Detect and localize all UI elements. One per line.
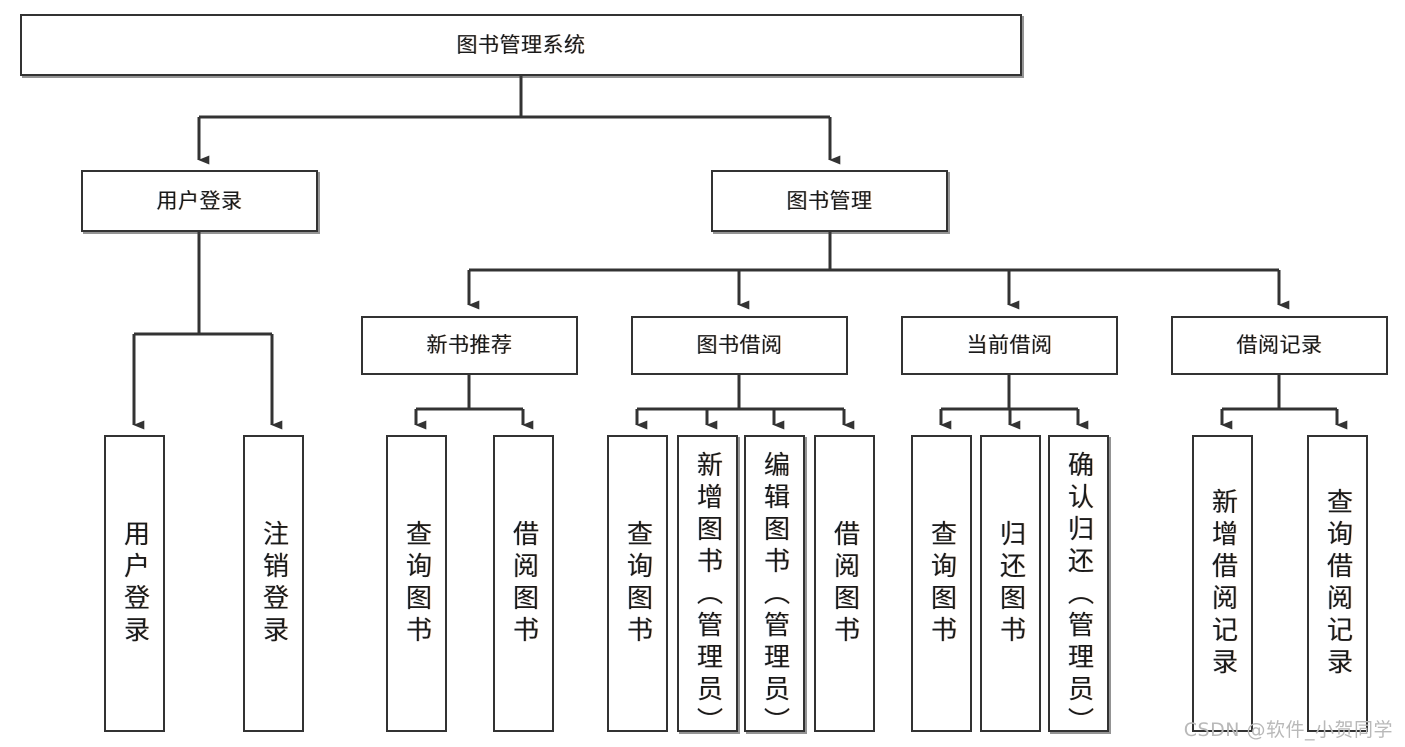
node-leaf-12-label: 新增借阅记录 bbox=[1207, 487, 1238, 680]
node-leaf-8[interactable]: 借阅图书 bbox=[814, 435, 875, 732]
node-leaf-2[interactable]: 注销登录 bbox=[243, 435, 304, 732]
node-leaf-5-label: 查询图书 bbox=[622, 519, 653, 648]
node-leaf-11-label: 确认归还（管理员） bbox=[1063, 451, 1094, 739]
node-borrow[interactable]: 图书借阅 bbox=[631, 316, 848, 375]
node-records-label: 借阅记录 bbox=[1236, 333, 1323, 358]
node-root-label: 图书管理系统 bbox=[456, 32, 586, 57]
node-leaf-6[interactable]: 新增图书（管理员） bbox=[677, 435, 738, 739]
node-bookmgmt[interactable]: 图书管理 bbox=[711, 170, 948, 232]
node-leaf-7[interactable]: 编辑图书（管理员） bbox=[744, 435, 805, 739]
node-leaf-3-label: 查询图书 bbox=[401, 519, 432, 648]
node-leaf-5[interactable]: 查询图书 bbox=[607, 435, 668, 732]
node-leaf-11[interactable]: 确认归还（管理员） bbox=[1048, 435, 1109, 739]
node-leaf-3[interactable]: 查询图书 bbox=[386, 435, 447, 732]
node-newbook-label: 新书推荐 bbox=[426, 333, 513, 358]
node-root[interactable]: 图书管理系统 bbox=[20, 14, 1022, 76]
node-leaf-10-label: 归还图书 bbox=[995, 519, 1026, 648]
node-borrow-label: 图书借阅 bbox=[696, 333, 783, 358]
node-leaf-2-label: 注销登录 bbox=[258, 519, 289, 648]
node-leaf-1-label: 用户登录 bbox=[119, 519, 150, 648]
node-leaf-4[interactable]: 借阅图书 bbox=[493, 435, 554, 732]
node-leaf-9[interactable]: 查询图书 bbox=[911, 435, 972, 732]
node-leaf-1[interactable]: 用户登录 bbox=[104, 435, 165, 732]
node-leaf-9-label: 查询图书 bbox=[926, 519, 957, 648]
node-current-label: 当前借阅 bbox=[966, 333, 1053, 358]
node-leaf-13[interactable]: 查询借阅记录 bbox=[1307, 435, 1368, 732]
node-leaf-6-label: 新增图书（管理员） bbox=[692, 451, 723, 739]
node-bookmgmt-label: 图书管理 bbox=[786, 188, 873, 213]
node-login[interactable]: 用户登录 bbox=[81, 170, 318, 232]
node-records[interactable]: 借阅记录 bbox=[1171, 316, 1388, 375]
node-login-label: 用户登录 bbox=[156, 188, 243, 213]
node-leaf-8-label: 借阅图书 bbox=[829, 519, 860, 648]
node-leaf-12[interactable]: 新增借阅记录 bbox=[1192, 435, 1253, 732]
node-current[interactable]: 当前借阅 bbox=[901, 316, 1118, 375]
node-leaf-4-label: 借阅图书 bbox=[508, 519, 539, 648]
node-leaf-13-label: 查询借阅记录 bbox=[1322, 487, 1353, 680]
node-leaf-7-label: 编辑图书（管理员） bbox=[759, 451, 790, 739]
node-leaf-10[interactable]: 归还图书 bbox=[980, 435, 1041, 732]
node-newbook[interactable]: 新书推荐 bbox=[361, 316, 578, 375]
